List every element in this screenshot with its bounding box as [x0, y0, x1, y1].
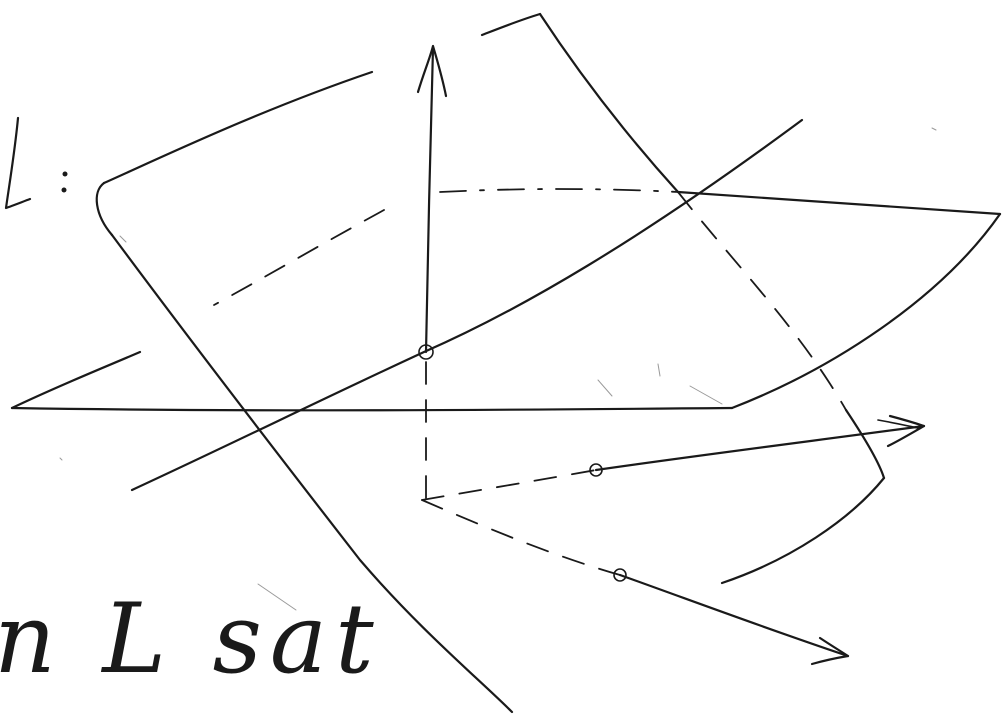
plane-left-corner: [95, 181, 114, 237]
plane-horizontal: [10, 190, 1002, 412]
vector-a: [589, 414, 926, 477]
vector-b: [613, 568, 850, 666]
vector-b-arrowhead: [810, 636, 850, 666]
plane-left-top-edge: [102, 70, 374, 185]
plane-right: [480, 12, 886, 585]
dashed-left-line: [213, 209, 385, 306]
plane-right-lower-edge: [844, 408, 886, 480]
label-bottom-left-text: n L sat: [0, 583, 382, 695]
label-top-left-colon-dot-1: [62, 171, 68, 177]
plane-horizontal-right-edge: [730, 212, 1002, 410]
vector-b-shaft: [618, 573, 850, 658]
label-top-left-letter: [4, 116, 32, 210]
faint-pencil-marks: [59, 127, 937, 611]
plane-horizontal-front-edge: [10, 406, 734, 412]
label-top-left-colon-dot-2: [61, 187, 67, 193]
plane-right-bottom-corner: [720, 476, 886, 585]
plane-left-left-edge: [110, 233, 514, 714]
plane-right-hidden-edge: [677, 191, 847, 411]
plane-horizontal-back-edge: [676, 190, 1002, 216]
plane-right-top-edge: [480, 12, 542, 37]
origin-point: [418, 344, 434, 360]
plane-horizontal-left-edge: [10, 350, 142, 410]
dashed-line-to-point-a: [421, 469, 597, 501]
intersection-line: [130, 118, 804, 492]
normal-vector-shaft: [424, 46, 435, 354]
normal-vector: [416, 44, 448, 501]
normal-vector-arrowhead: [416, 44, 448, 98]
plane-right-right-edge: [538, 12, 680, 194]
vector-a-arrowhead-double: [877, 419, 919, 429]
dashed-horizontal-line: [439, 188, 679, 193]
dashed-line-to-point-b: [421, 499, 621, 576]
vector-a-shaft: [594, 424, 926, 472]
label-top-left: [4, 116, 68, 210]
vector-b-origin: [613, 568, 627, 582]
vector-a-arrowhead: [886, 414, 926, 448]
plane-left: [95, 70, 514, 714]
label-bottom-left: n L sat: [0, 583, 382, 695]
